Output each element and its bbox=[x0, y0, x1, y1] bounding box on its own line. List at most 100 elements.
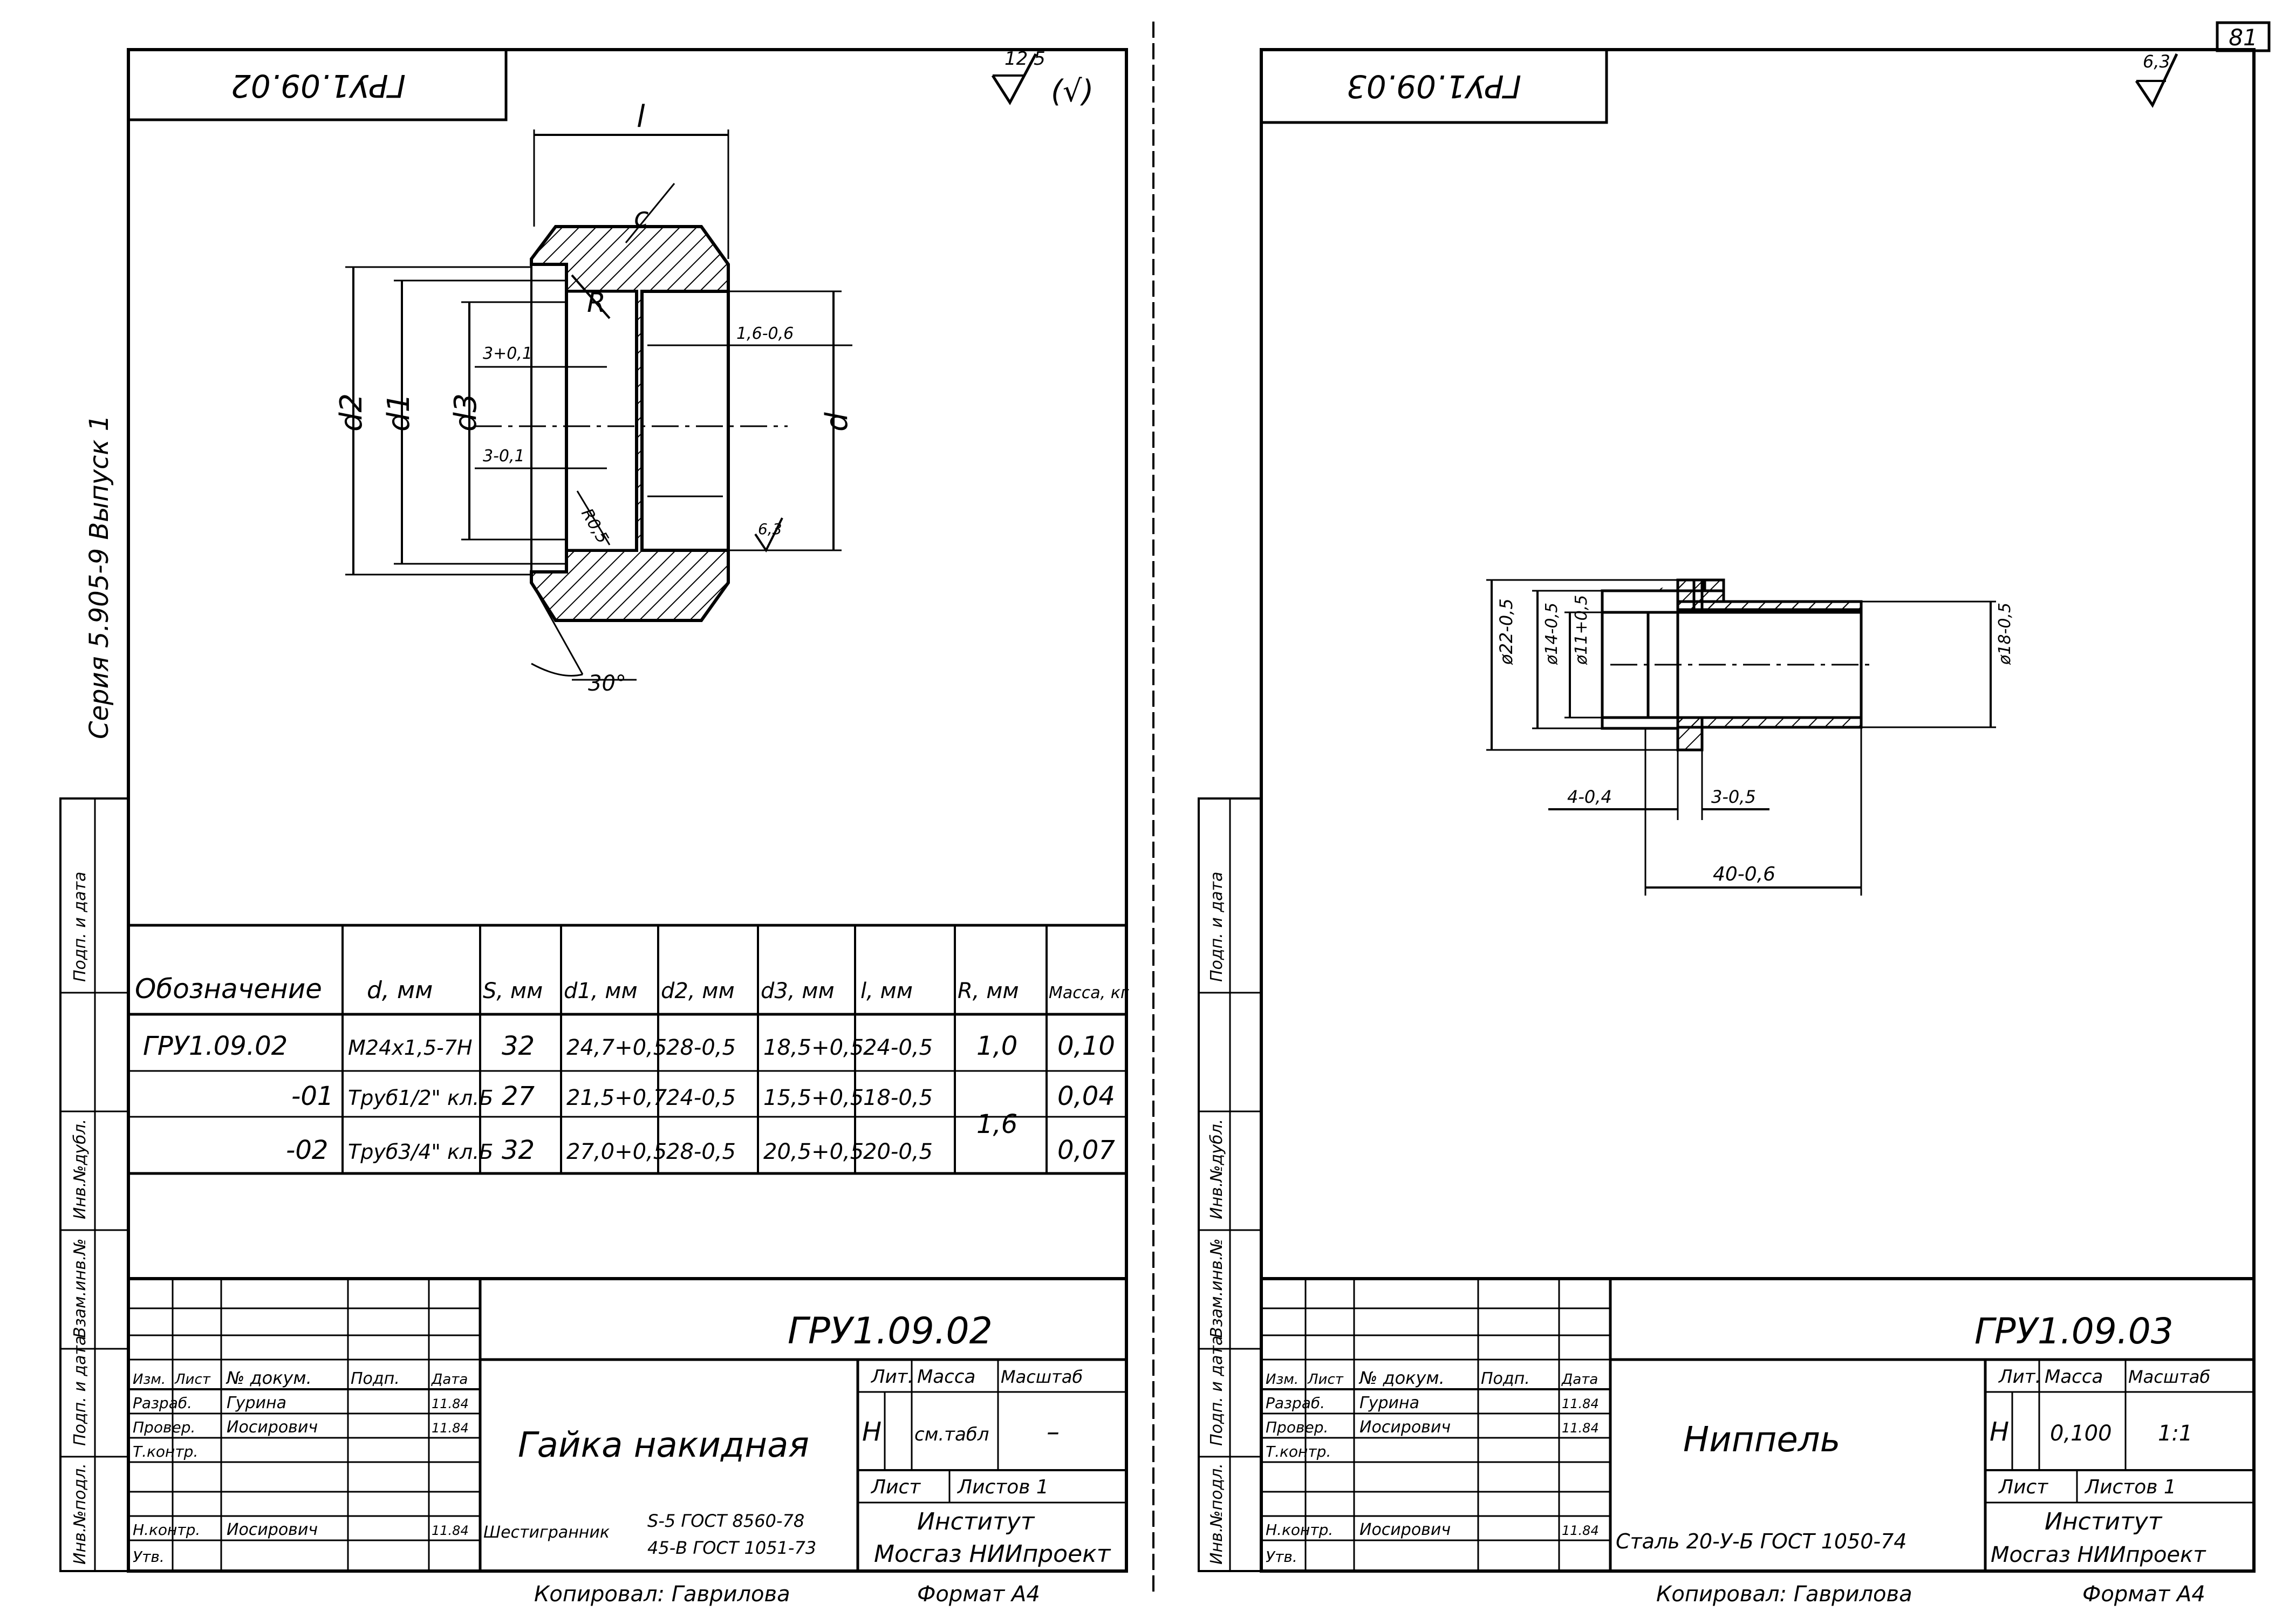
table-cell: 24,7+0,5 bbox=[566, 1035, 667, 1060]
rev-header: № докум. bbox=[1358, 1368, 1445, 1388]
table-cell: 27 bbox=[502, 1081, 535, 1111]
rev-header: Изм. bbox=[1266, 1371, 1299, 1388]
sheet-label: Лист bbox=[1998, 1476, 2048, 1498]
table-header: S, мм bbox=[483, 979, 543, 1003]
title-code: ГРУ1.09.02 bbox=[788, 1310, 993, 1353]
roughness-value: 12,5 bbox=[1004, 48, 1046, 70]
rev-header: № докум. bbox=[226, 1368, 312, 1388]
table-cell: -01 bbox=[291, 1081, 333, 1111]
dim-R: R bbox=[587, 287, 606, 318]
dim-d3: d3 bbox=[448, 393, 483, 432]
dim-angle: 30° bbox=[588, 671, 626, 696]
table-cell: -02 bbox=[286, 1135, 328, 1165]
col-header: Масштаб bbox=[1001, 1367, 1083, 1387]
nipple-drawing: ø22-0,5 ø14-0,5 ø11+0,5 ø18-0,5 4-0,4 3-… bbox=[1486, 578, 2014, 896]
roughness-extra: (√) bbox=[1051, 74, 1094, 109]
table-cell: 20,5+0,5 bbox=[763, 1139, 864, 1164]
sheets-label: Листов 1 bbox=[956, 1476, 1049, 1498]
right-title-block: Изм. Лист № докум. Подп. Дата Разраб. Гу… bbox=[1260, 1277, 2256, 1573]
scale-value: 1:1 bbox=[2158, 1421, 2192, 1446]
dim-d1: d1 bbox=[381, 393, 416, 432]
table-cell: 0,10 bbox=[1057, 1031, 1115, 1061]
copied-by: Копировал: Гаврилова bbox=[534, 1582, 790, 1607]
role: Н.контр. bbox=[133, 1521, 200, 1539]
lit-value: Н bbox=[1990, 1417, 2009, 1447]
date: 11.84 bbox=[432, 1421, 469, 1436]
left-side-strip: Инв.№подл. Подп. и дата Взам.инв.№ Инв.№… bbox=[59, 797, 129, 1572]
dim-l4: 4-0,4 bbox=[1567, 787, 1612, 807]
dim-d18: ø18-0,5 bbox=[1996, 603, 2014, 665]
right-sheet: Инв.№подл. Подп. и дата Взам.инв.№ Инв.№… bbox=[1198, 48, 2256, 1607]
side-label: Подп. и дата bbox=[71, 1336, 90, 1446]
table-cell: 28-0,5 bbox=[666, 1139, 736, 1164]
copied-by: Копировал: Гаврилова bbox=[1656, 1582, 1912, 1607]
dim-l40: 40-0,6 bbox=[1713, 863, 1775, 885]
table-cell: 24-0,5 bbox=[666, 1086, 736, 1110]
dim-d: d bbox=[819, 412, 855, 432]
role: Н.контр. bbox=[1266, 1521, 1333, 1539]
table-cell: 18,5+0,5 bbox=[763, 1035, 864, 1060]
right-stamp-code: ГРУ1.09.03 bbox=[1347, 68, 1521, 105]
side-label: Подп. и дата bbox=[71, 872, 90, 982]
table-cell: 1,0 bbox=[976, 1031, 1017, 1061]
mass-value: см.табл bbox=[914, 1424, 989, 1445]
right-stamp-box: ГРУ1.09.03 bbox=[1260, 48, 1608, 124]
left-title-block: Изм. Лист № докум. Подп. Дата Разраб. Гу… bbox=[127, 1277, 1128, 1573]
role: Утв. bbox=[1266, 1548, 1297, 1566]
table-cell: 27,0+0,5 bbox=[566, 1139, 667, 1164]
dim-l3: 3-0,5 bbox=[1711, 787, 1756, 807]
table-cell: 1,6 bbox=[976, 1109, 1017, 1139]
rev-header: Лист bbox=[174, 1371, 211, 1388]
table-cell: Труб3/4" кл.Б bbox=[348, 1140, 493, 1164]
material-text: Шестигранник bbox=[483, 1523, 610, 1542]
table-cell: 0,04 bbox=[1057, 1081, 1115, 1111]
lit-value: Н bbox=[862, 1417, 882, 1447]
date: 11.84 bbox=[432, 1396, 469, 1411]
page-number: 81 bbox=[2229, 24, 2257, 51]
side-label: Подп. и дата bbox=[1207, 1336, 1226, 1446]
table-header: R, мм bbox=[958, 979, 1019, 1003]
col-header: Лит. bbox=[870, 1366, 913, 1388]
rev-header: Дата bbox=[1561, 1371, 1598, 1388]
scale-value: – bbox=[1047, 1417, 1060, 1447]
role: Провер. bbox=[133, 1418, 195, 1436]
page-number-box: 81 bbox=[2216, 21, 2271, 52]
table-cell: 0,07 bbox=[1057, 1135, 1115, 1165]
table-cell: 24-0,5 bbox=[863, 1035, 933, 1060]
role: Разраб. bbox=[133, 1394, 192, 1412]
title-code: ГРУ1.09.03 bbox=[1974, 1310, 2174, 1352]
format-label: Формат А4 bbox=[917, 1582, 1040, 1607]
date: 11.84 bbox=[432, 1523, 469, 1538]
role: Т.контр. bbox=[133, 1443, 198, 1460]
org-text: Мосгаз НИИпроект bbox=[874, 1540, 1111, 1568]
side-label: Взам.инв.№ bbox=[71, 1238, 90, 1338]
title-name: Гайка накидная bbox=[518, 1425, 809, 1465]
rev-header: Лист bbox=[1307, 1371, 1344, 1388]
date: 11.84 bbox=[1562, 1421, 1599, 1436]
dim-groove-2: 3-0,1 bbox=[483, 447, 525, 466]
title-name: Ниппель bbox=[1683, 1420, 1840, 1460]
table-cell: М24х1,5-7Н bbox=[348, 1036, 473, 1060]
parameter-table: Обозначение d, мм S, мм d1, мм d2, мм d3… bbox=[127, 924, 1129, 1175]
table-header: Обозначение bbox=[135, 973, 322, 1005]
role: Провер. bbox=[1266, 1418, 1328, 1436]
table-header: d, мм bbox=[367, 977, 433, 1004]
sheets-label: Листов 1 bbox=[2084, 1476, 2176, 1498]
dim-c: c bbox=[634, 202, 649, 233]
dim-d14: ø14-0,5 bbox=[1542, 603, 1561, 665]
side-label: Инв.№дубл. bbox=[71, 1119, 90, 1219]
side-label: Подп. и дата bbox=[1207, 872, 1226, 982]
col-header: Лит. bbox=[1998, 1366, 2041, 1388]
person: Иосирович bbox=[1359, 1418, 1451, 1437]
rev-header: Изм. bbox=[133, 1371, 166, 1388]
left-sheet: Инв.№подл. Подп. и дата Взам.инв.№ Инв.№… bbox=[59, 48, 1129, 1607]
person: Гурина bbox=[227, 1394, 286, 1412]
table-header: d3, мм bbox=[761, 979, 835, 1003]
dim-d2: d2 bbox=[334, 393, 369, 432]
table-cell: 28-0,5 bbox=[666, 1035, 736, 1060]
rev-header: Дата bbox=[431, 1371, 468, 1388]
org-text: Мосгаз НИИпроект bbox=[1991, 1542, 2206, 1567]
mass-value: 0,100 bbox=[2050, 1421, 2112, 1446]
org-text: Институт bbox=[2045, 1508, 2163, 1535]
